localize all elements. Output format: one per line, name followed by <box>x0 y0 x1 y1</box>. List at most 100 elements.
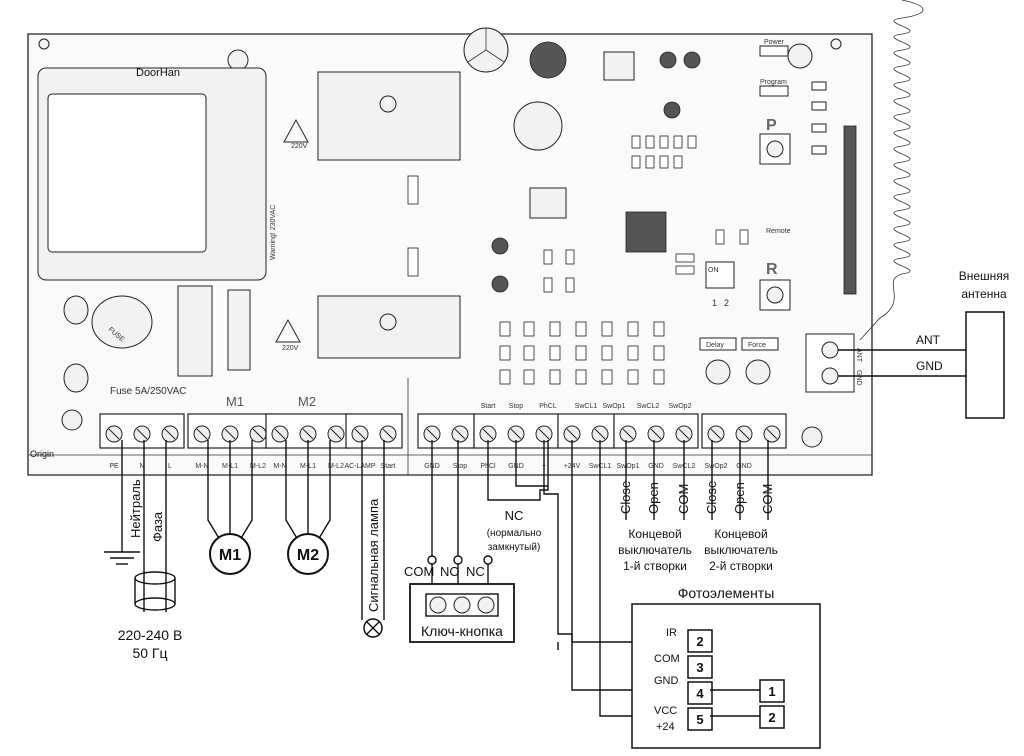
ls2-open: Open <box>732 482 747 514</box>
mounting-hole <box>61 409 83 431</box>
brand-label: DoorHan <box>136 67 180 79</box>
photocells-box <box>631 603 821 749</box>
r-button-label: R <box>766 261 778 278</box>
dip-2-label: 2 <box>724 298 729 308</box>
motor-m1 <box>209 533 251 575</box>
delay-label: Delay <box>706 342 724 349</box>
ls1-com: COM <box>676 484 691 514</box>
ls2-close: Close <box>704 481 719 514</box>
ant-wire-label: ANT <box>916 333 941 347</box>
ls1-line1: Концевой <box>628 527 681 541</box>
motor-group-2-label: M2 <box>298 394 316 409</box>
nc-line2: замкнутый) <box>488 542 541 553</box>
key-nc-label: NC <box>466 564 485 579</box>
ant-terminal-label: ANT <box>855 348 862 363</box>
motor-group-1-label: M1 <box>226 394 244 409</box>
ls2-com: COM <box>760 484 775 514</box>
microcontroller <box>625 211 667 253</box>
terminal-top-label: SwOp1 <box>603 403 626 410</box>
ir-label: IR <box>666 627 677 639</box>
terminal-blocks <box>99 413 787 449</box>
mounting-hole <box>830 38 842 50</box>
ls1-line2: выключатель <box>618 543 692 557</box>
key-button-label: Ключ-кнопка <box>421 623 503 639</box>
terminal-bottom-label: N <box>139 463 144 470</box>
remote-label: Remote <box>766 228 791 235</box>
terminal-bottom-label: M-L2 <box>250 463 266 470</box>
com-label: COM <box>654 653 680 665</box>
ls2-line3: 2-й створки <box>709 559 773 573</box>
terminal-bottom-label: GND <box>736 463 752 470</box>
fuse-label: Fuse 5A/250VAC <box>110 386 187 397</box>
dip-switch[interactable] <box>705 261 735 289</box>
voltage-label: 220-240 В <box>118 627 183 643</box>
terminal-top-label: SwOp2 <box>669 403 692 410</box>
vcc-label: VCC <box>654 705 677 717</box>
terminal-bottom-label: Start <box>381 463 396 470</box>
terminal-top-label: Start <box>481 403 496 410</box>
terminal-top-label: Stop <box>509 403 524 410</box>
nc-line1: (нормально <box>487 528 542 539</box>
receiver-pin-label: 4 <box>696 686 704 701</box>
force-label: Force <box>748 342 766 349</box>
ls1-open: Open <box>646 482 661 514</box>
power-led-label: Power <box>764 39 785 46</box>
gnd-wire-label: GND <box>916 359 943 373</box>
delay-potentiometer[interactable] <box>705 359 731 385</box>
hv-label: 220V <box>282 345 299 352</box>
neutral-label: Нейтраль <box>128 479 143 538</box>
gnd-label: GND <box>654 675 679 687</box>
receiver-pin-box <box>687 707 713 731</box>
warning-label: Warning! 230VAC <box>270 205 277 260</box>
dip-on-label: ON <box>708 267 719 274</box>
terminal-top-label: SwCL1 <box>575 403 598 410</box>
photocells-title: Фотоэлементы <box>678 585 775 601</box>
terminal-top-label: SwCL2 <box>637 403 660 410</box>
ls2-line1: Концевой <box>714 527 767 541</box>
frequency-label: 50 Гц <box>132 645 167 661</box>
radio-module <box>843 125 857 295</box>
fuse-holder <box>91 295 153 349</box>
capacitor <box>529 41 567 79</box>
terminal-bottom-label: PE <box>109 463 119 470</box>
receiver-pin-label: 3 <box>696 660 703 675</box>
gnd-terminal-label: GND <box>855 370 862 386</box>
antenna-label-2: антенна <box>961 287 1007 301</box>
mounting-hole <box>801 426 823 448</box>
key-no-label: NO <box>440 564 460 579</box>
buzzer <box>513 101 563 151</box>
terminal-bottom-label: M-N <box>195 463 208 470</box>
transmitter-pin-box <box>759 705 785 729</box>
receiver-pin-box <box>687 655 713 679</box>
dip-1-label: 1 <box>712 298 717 308</box>
relay-1 <box>317 71 461 161</box>
transmitter-pin-label: 1 <box>768 684 775 699</box>
transmitter-pin-box <box>759 679 785 703</box>
origin-label: Origin <box>30 449 54 459</box>
motor-m2 <box>287 533 329 575</box>
ls1-close: Close <box>618 481 633 514</box>
program-led-label: Program <box>760 79 787 86</box>
motor-m1-label: M1 <box>219 547 241 564</box>
terminal-bottom-label: SwOp2 <box>705 463 728 470</box>
external-antenna <box>965 311 1005 419</box>
hv-label: 220V <box>291 143 308 150</box>
antenna-label-1: Внешняя <box>959 269 1010 283</box>
terminal-bottom-label: Stop <box>453 463 468 470</box>
hv-warning-icon <box>275 318 301 343</box>
signal-lamp-label: Сигнальная лампа <box>366 498 381 612</box>
antenna-coil <box>859 0 924 341</box>
motor-m2-label: M2 <box>297 547 319 564</box>
terminal-bottom-label: GND <box>648 463 664 470</box>
nc-title: NC <box>505 508 524 523</box>
phase-label: Фаза <box>150 511 165 542</box>
ls1-line3: 1-й створки <box>623 559 687 573</box>
mounting-hole <box>38 38 50 50</box>
terminal-bottom-label: SwOp1 <box>617 463 640 470</box>
force-potentiometer[interactable] <box>745 359 771 385</box>
ls2-line2: выключатель <box>704 543 778 557</box>
terminal-bottom-label: AC-LAMP <box>344 463 375 470</box>
receiver-pin-label: 2 <box>696 634 703 649</box>
